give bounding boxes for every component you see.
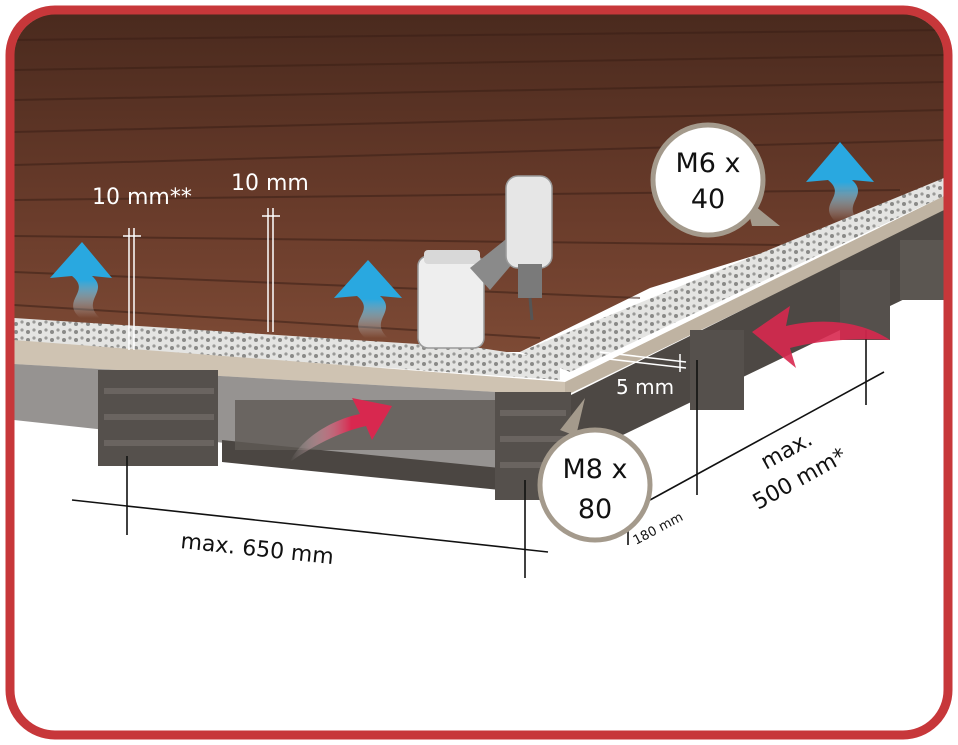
airflow-arrow-icon: [290, 398, 392, 462]
ventilation-arrow-icon: [334, 260, 402, 338]
deck-screw-callout: [650, 122, 766, 238]
deck-screw-length: 40: [691, 184, 725, 215]
joist-screw-spec: M8 x: [562, 454, 627, 485]
front-clip-strip: [14, 318, 560, 380]
gap-indicators: [123, 208, 687, 372]
callout-pointer: [560, 398, 585, 436]
red-frame: [5, 5, 953, 740]
side-trim: [565, 196, 944, 396]
airflow-arrow-icon: [752, 306, 890, 368]
front-trim: [14, 340, 565, 396]
end-gap-label: 5 mm: [616, 375, 674, 399]
joist-front: [98, 370, 218, 466]
gap-label-middle: 10 mm: [231, 171, 309, 196]
ventilation-arrow-icon: [806, 142, 874, 222]
cordless-drill-icon: [417, 175, 553, 349]
side-clip-strip: [520, 178, 944, 372]
gap-label-left: 10 mm**: [92, 185, 192, 210]
deck-screw-spec: M6 x: [675, 148, 740, 179]
deck-surface: [14, 14, 944, 352]
joist-screw-length: 80: [578, 494, 612, 525]
joist-screw-callout: [537, 427, 653, 543]
ventilation-arrow-icon: [50, 242, 112, 318]
